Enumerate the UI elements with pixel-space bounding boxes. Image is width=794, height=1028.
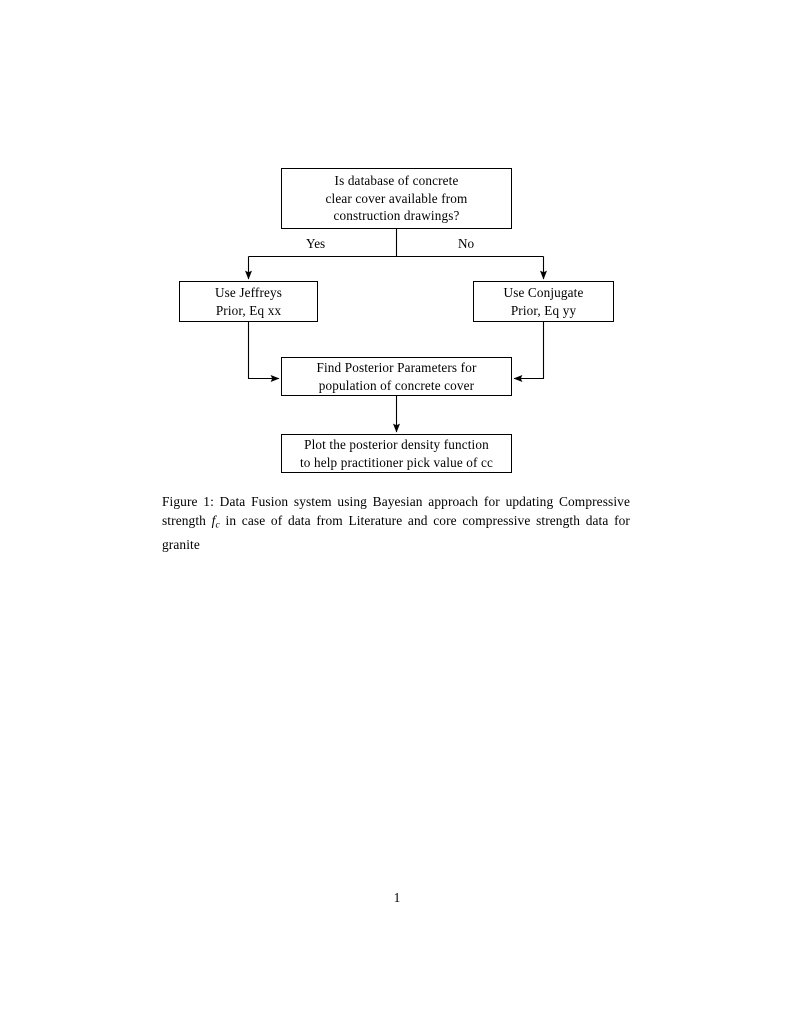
node-plot-line-2: to help practitioner pick value of cc [299,454,494,470]
math-base-f: f [211,513,216,529]
node-find-posterior-parameters[interactable]: Find Posterior Parameters for population… [281,357,512,396]
node-decision-line-3: construction drawings? [333,208,460,224]
connector-jeffreys-to-posterior [247,322,280,382]
node-decision-line-1: Is database of concrete [334,173,459,189]
flowchart-connectors [245,229,547,433]
figure-caption-label: Figure 1: [162,494,214,509]
figure-caption: Figure 1: Data Fusion system using Bayes… [162,492,630,554]
node-decision-line-2: clear cover available from [325,190,468,206]
node-plot-posterior-density[interactable]: Plot the posterior density function to h… [281,434,512,473]
edge-label-no: No [458,236,475,251]
edge-label-yes: Yes [306,236,326,251]
node-posterior-line-1: Find Posterior Parameters for [316,360,477,375]
node-decision-database-available[interactable]: Is database of concrete clear cover avai… [281,168,512,229]
node-jeffreys-line-2: Prior, Eq xx [215,302,282,318]
node-use-jeffreys-prior[interactable]: Use Jeffreys Prior, Eq xx [179,281,318,322]
node-posterior-line-2: population of concrete cover [318,377,475,393]
page-number: 1 [393,890,401,905]
connector-conjugate-to-posterior [513,322,545,382]
node-use-conjugate-prior[interactable]: Use Conjugate Prior, Eq yy [473,281,614,322]
node-conjugate-line-1: Use Conjugate [503,285,584,300]
node-conjugate-line-2: Prior, Eq yy [510,302,577,318]
figure-flowchart: Is database of concrete clear cover avai… [0,0,794,500]
figure-caption-math-fc: fc [211,513,220,531]
node-jeffreys-line-1: Use Jeffreys [214,285,283,300]
math-subscript-c: c [215,519,220,531]
figure-caption-text-after-math: in case of data from Literature and core… [162,513,630,553]
figure-caption-text-before-math: Data Fusion system using Bayesian approa… [162,494,630,529]
node-plot-line-1: Plot the posterior density function [304,437,489,452]
